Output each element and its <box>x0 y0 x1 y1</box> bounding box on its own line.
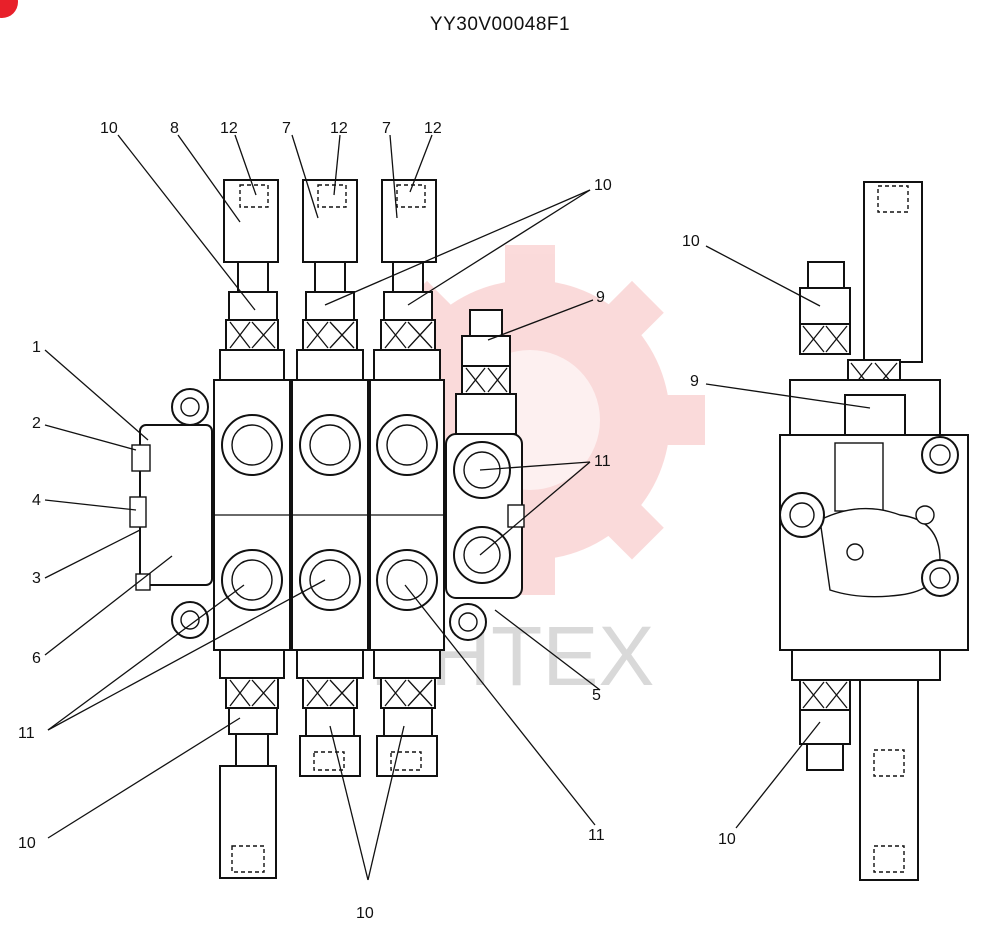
lever-3-top-hidden <box>396 184 426 208</box>
lever-1-bottom <box>219 765 277 879</box>
valve-side-view <box>779 181 969 881</box>
callout-11-bottom: 11 <box>588 827 605 844</box>
plug-left-3 <box>135 573 151 591</box>
end-cover-left <box>139 424 213 586</box>
diagram-title: YY30V00048F1 <box>429 14 571 35</box>
callout-7-b: 7 <box>382 120 391 137</box>
callout-12-b: 12 <box>330 120 348 137</box>
callout-10-top-right: 10 <box>594 177 612 194</box>
side-lever-top <box>863 181 923 363</box>
cap-collar-1 <box>219 349 285 381</box>
callout-10-side-top: 10 <box>682 233 700 250</box>
callout-12-c: 12 <box>424 120 442 137</box>
cap-collar-2 <box>296 349 364 381</box>
callout-1: 1 <box>32 339 41 356</box>
callout-10-top-left: 10 <box>100 120 118 137</box>
bottom-collar-3 <box>373 649 441 679</box>
callout-11-left: 11 <box>18 725 35 742</box>
lever-2-top <box>302 179 358 263</box>
callout-11-right: 11 <box>594 453 611 470</box>
callout-2: 2 <box>32 415 41 432</box>
callout-3: 3 <box>32 570 41 587</box>
lever-3-top <box>381 179 437 263</box>
callout-12-a: 12 <box>220 120 238 137</box>
cap-collar-3 <box>373 349 441 381</box>
plug-left-2 <box>129 496 147 528</box>
spool-cap-1-bottom <box>225 677 279 767</box>
valve-front-view <box>129 179 525 879</box>
bottom-collar-1 <box>219 649 285 679</box>
callout-9-side: 9 <box>690 373 699 390</box>
callout-5: 5 <box>592 687 601 704</box>
callout-8: 8 <box>170 120 179 137</box>
callout-9-front: 9 <box>596 289 605 306</box>
lever-2-top-hidden <box>317 184 347 208</box>
side-lever-bottom <box>859 679 919 881</box>
side-plate <box>834 442 884 512</box>
callout-7-a: 7 <box>282 120 291 137</box>
leader-lines <box>44 134 871 881</box>
callout-10-side-bottom: 10 <box>718 831 736 848</box>
spool-cap-2-top <box>302 261 358 351</box>
side-bottom-collar <box>791 649 941 681</box>
callout-10-bottom-left: 10 <box>18 835 36 852</box>
plug-right <box>507 504 525 528</box>
callout-4: 4 <box>32 492 41 509</box>
spool-cap-3-top <box>380 261 436 351</box>
callout-10-bottom-center: 10 <box>356 905 374 922</box>
bottom-collar-2 <box>296 649 364 679</box>
plug-left-1 <box>131 444 151 472</box>
callout-6: 6 <box>32 650 41 667</box>
side-spool-cap-bottom <box>799 679 851 771</box>
lever-1-top <box>223 179 279 263</box>
spool-cap-1-top <box>225 261 279 351</box>
relief-valve-9 <box>455 309 517 435</box>
spool-cap-3-bottom <box>376 677 438 777</box>
lever-1-top-hidden <box>239 184 269 208</box>
side-spool-cap-top <box>799 261 851 355</box>
spool-cap-2-bottom <box>299 677 361 777</box>
